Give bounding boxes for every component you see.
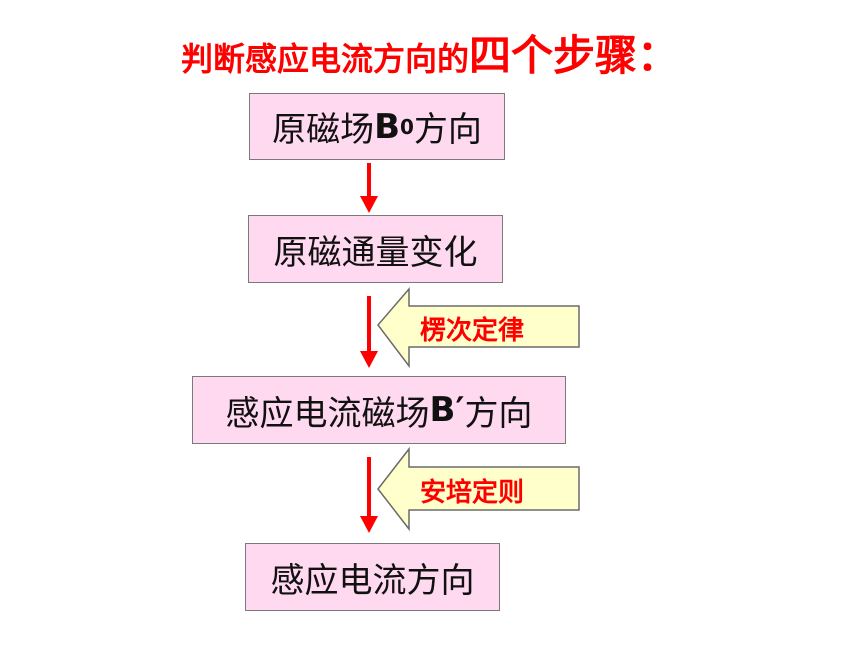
page-title: 判断感应电流方向的四个步骤： bbox=[0, 22, 860, 83]
step-1-subscript: 0 bbox=[400, 114, 414, 139]
title-prefix: 判断感应电流方向的 bbox=[180, 40, 469, 78]
step-4-text: 感应电流方向 bbox=[270, 560, 475, 601]
step-box-4: 感应电流方向 bbox=[245, 543, 500, 611]
step-2-text: 原磁通量变化 bbox=[273, 232, 478, 273]
title-emphasis: 四个步骤： bbox=[469, 31, 680, 80]
step-3-b-prime-symbol: B′ bbox=[429, 390, 465, 430]
callout-label-ampere-rule: 安培定则 bbox=[420, 478, 525, 508]
down-arrow-icon-2 bbox=[360, 296, 378, 368]
step-1-b-symbol: B bbox=[374, 106, 400, 147]
left-block-arrow-icon-2 bbox=[377, 446, 580, 532]
down-arrow-icon-1 bbox=[360, 163, 378, 213]
step-1-text-post: 方向 bbox=[413, 110, 482, 150]
step-3-text-pre: 感应电流磁场 bbox=[225, 393, 430, 434]
step-3-text-post: 方向 bbox=[464, 393, 533, 434]
left-block-arrow-icon-1 bbox=[377, 286, 580, 369]
down-arrow-icon-3 bbox=[360, 457, 378, 533]
step-box-2: 原磁通量变化 bbox=[248, 215, 503, 283]
step-1-text-pre: 原磁场 bbox=[272, 110, 375, 150]
callout-label-lenz-law: 楞次定律 bbox=[420, 316, 525, 346]
